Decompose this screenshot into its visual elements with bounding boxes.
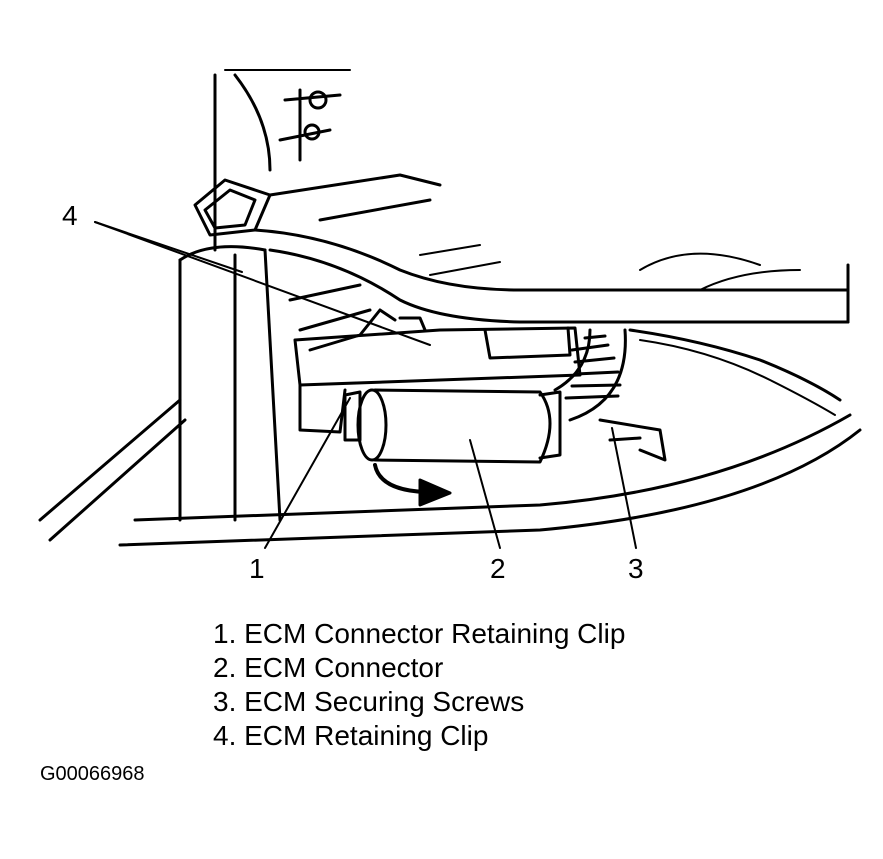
ecm-connector: [343, 388, 562, 464]
figure-id: G00066968: [40, 763, 145, 785]
pillar: [178, 69, 351, 522]
legend-item: 4. ECM Retaining Clip: [213, 720, 489, 751]
callout-3: 3: [628, 553, 644, 584]
leader-lines: [94, 221, 637, 549]
ecm-module: [293, 308, 582, 434]
callout-2: 2: [490, 553, 506, 584]
callout-1: 1: [249, 553, 265, 584]
callout-4: 4: [62, 200, 78, 231]
legend: 1. ECM Connector Retaining Clip 2. ECM C…: [213, 617, 625, 753]
legend-item: 1. ECM Connector Retaining Clip: [213, 618, 626, 649]
wiring-hose: [553, 252, 842, 462]
crossbar: [253, 173, 850, 332]
removal-arrow-icon: [373, 463, 452, 507]
legend-item: 2. ECM Connector: [213, 652, 444, 683]
legend-item: 3. ECM Securing Screws: [213, 686, 525, 717]
floor-panel: [38, 398, 862, 547]
